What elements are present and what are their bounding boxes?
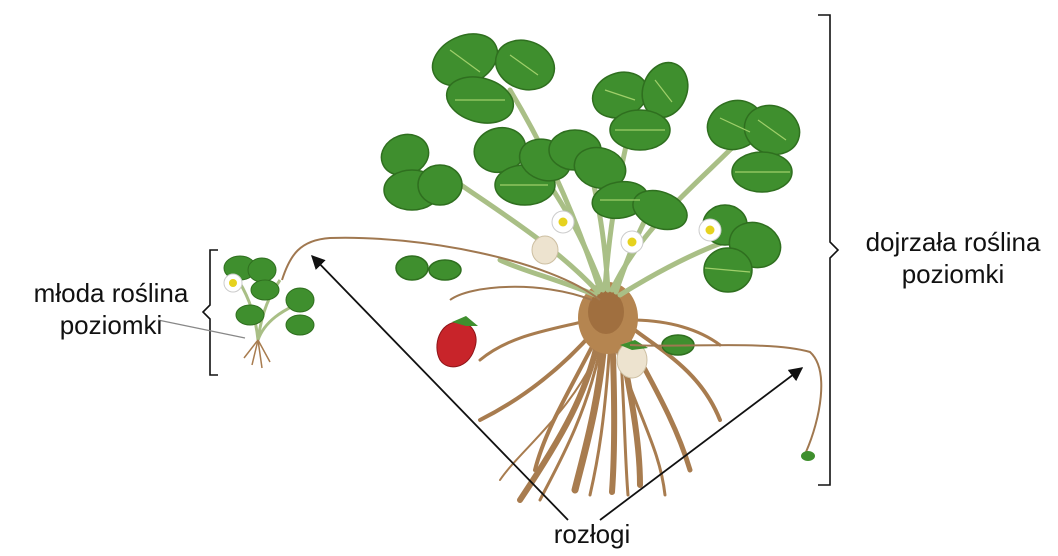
runner-tip-leaf [801, 451, 815, 461]
mature-plant-label-line2: poziomki [848, 258, 1058, 290]
young-plant [224, 256, 314, 368]
flower [552, 211, 574, 233]
flower-center [229, 279, 237, 287]
flower [699, 219, 721, 241]
leaf-small-left [396, 256, 461, 280]
leaf-top [424, 24, 561, 130]
mature-plant-label-line1: dojrzała roślina [848, 226, 1058, 258]
unripe-berry [532, 236, 558, 264]
leaf-lower-right [703, 205, 787, 292]
leaf-right [700, 93, 806, 192]
runners-label: rozłogi [532, 518, 652, 550]
mature-plant-bracket [818, 15, 838, 485]
leaf-left [376, 128, 462, 210]
young-plant-label: młoda roślina poziomki [6, 277, 216, 341]
flower [621, 231, 643, 253]
ripe-berry [437, 322, 476, 367]
young-plant-label-line2: poziomki [6, 309, 216, 341]
leaf-top-right [586, 56, 695, 150]
mature-plant [282, 24, 821, 500]
young-roots [244, 340, 270, 368]
mature-plant-label: dojrzała roślina poziomki [848, 226, 1058, 290]
young-plant-label-line1: młoda roślina [6, 277, 216, 309]
